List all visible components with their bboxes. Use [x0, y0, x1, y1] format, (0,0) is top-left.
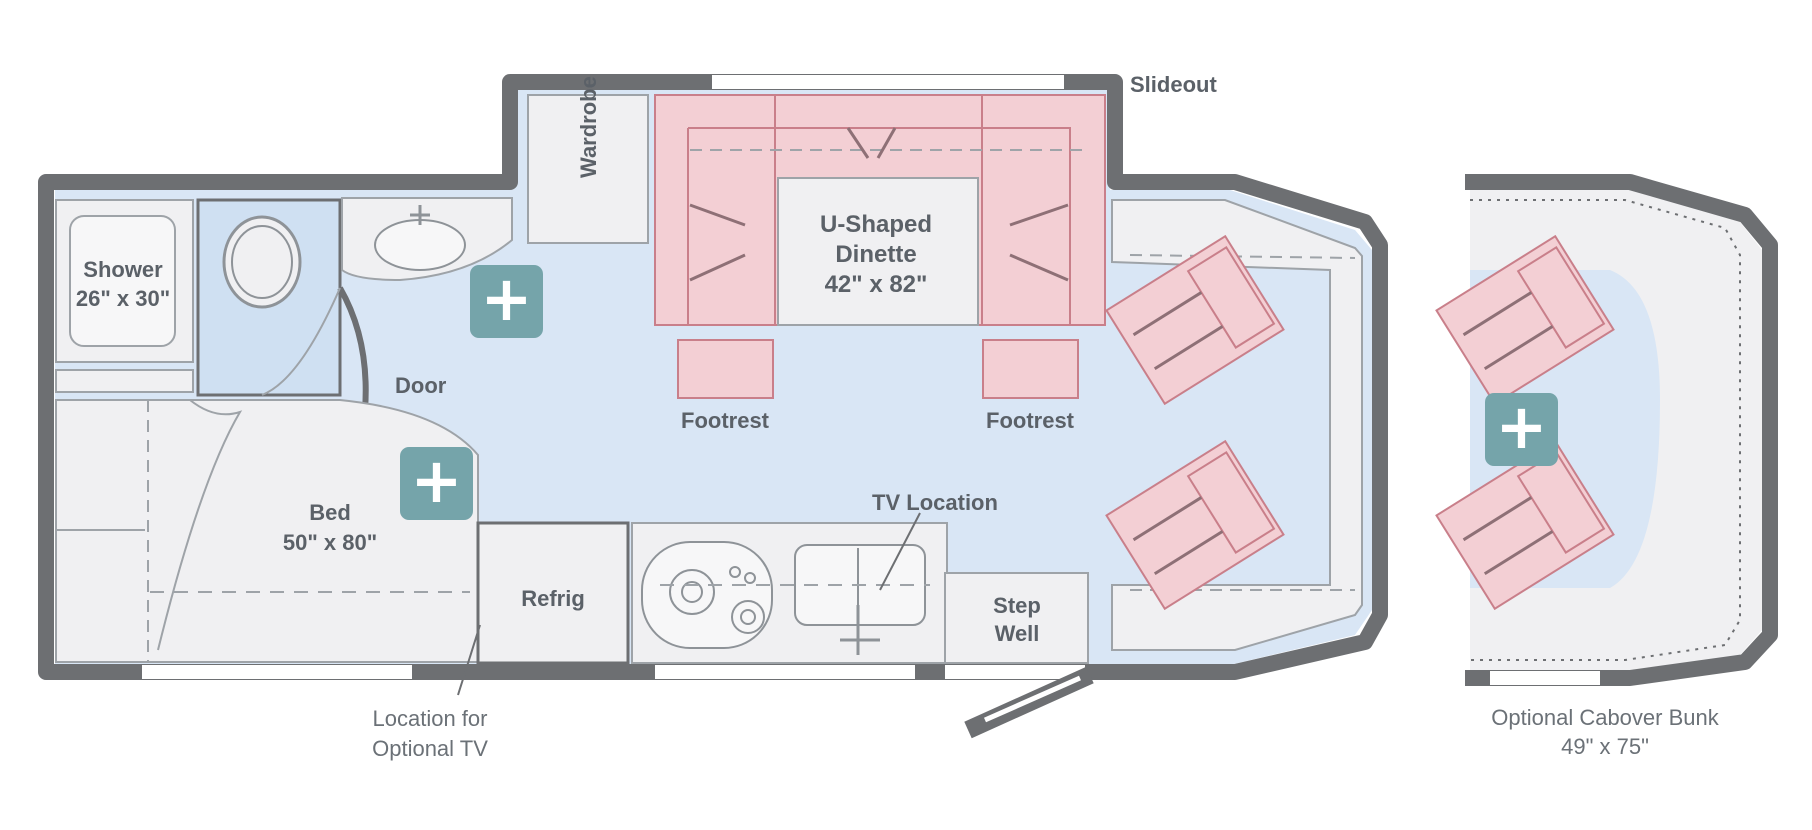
cabover-label-1: Optional Cabover Bunk	[1491, 705, 1719, 730]
wardrobe	[527, 94, 649, 244]
toilet-bowl	[231, 225, 293, 299]
plus-icon[interactable]: +	[400, 444, 473, 520]
step-well-label-2: Well	[995, 621, 1040, 646]
dinette-table	[777, 177, 979, 326]
dash	[1111, 199, 1363, 651]
step-well	[944, 572, 1089, 664]
bed-label-2: 50" x 80"	[283, 530, 377, 555]
cabover-wall	[1465, 174, 1778, 686]
shower-tray	[69, 215, 176, 347]
shower-label-2: 26" x 30"	[76, 286, 170, 311]
optional-tv-label-1: Location for	[373, 706, 488, 731]
entry-door	[964, 666, 1094, 739]
burner	[731, 600, 765, 634]
step-well-label-1: Step	[993, 593, 1041, 618]
shower-ledge	[55, 369, 194, 393]
sink-basin	[374, 219, 466, 271]
footrest-left-label: Footrest	[681, 408, 770, 433]
cabover-dotted-edge	[1470, 199, 1741, 661]
bed-sheet	[157, 399, 243, 651]
footrest-left	[677, 339, 774, 399]
burner	[740, 609, 756, 625]
window	[142, 665, 412, 679]
cabover-label-2: 49" x 75"	[1561, 734, 1649, 759]
refrigerator	[476, 521, 630, 665]
cab-seat-upper	[1105, 234, 1285, 406]
faucet	[410, 205, 430, 225]
window	[655, 665, 915, 679]
toilet	[222, 215, 302, 309]
shower-label-1: Shower	[83, 257, 163, 282]
dinette-label-3: 42" x 82"	[825, 271, 928, 298]
seat-cushion-outline	[687, 127, 1071, 325]
cabover-seat-lower	[1435, 439, 1615, 611]
seatbelt-icons	[689, 127, 1069, 282]
dinette-label-1: U-Shaped	[820, 211, 932, 238]
cab-seat-lower	[1105, 439, 1285, 611]
bed	[55, 399, 479, 663]
door-label: Door	[395, 373, 447, 398]
footrest-right	[982, 339, 1079, 399]
burner	[729, 566, 741, 578]
footrest-right-label: Footrest	[986, 408, 1075, 433]
svg-text:+: +	[1496, 390, 1548, 463]
burner	[744, 572, 756, 584]
dash-line	[1129, 254, 1356, 259]
window	[945, 665, 1085, 679]
dinette-label-2: Dinette	[835, 241, 916, 268]
slideout-label: Slideout	[1130, 72, 1217, 97]
plus-icon[interactable]: +	[470, 262, 543, 338]
plus-icon[interactable]: +	[1485, 390, 1558, 466]
tv-location-leader	[879, 512, 921, 591]
wardrobe-label: Wardrobe	[576, 76, 601, 178]
sink-faucet	[840, 605, 880, 655]
burner	[681, 581, 703, 603]
svg-text:+: +	[481, 262, 533, 335]
svg-text:+: +	[411, 444, 463, 517]
optional-tv-leader	[457, 624, 481, 696]
exterior-wall	[38, 74, 1388, 680]
tv-location-label: TV Location	[872, 490, 998, 515]
optional-tv-label-2: Optional TV	[372, 736, 488, 761]
refrig-label: Refrig	[521, 586, 585, 611]
burner	[669, 569, 715, 615]
cabover-window	[1490, 671, 1600, 685]
bed-label-1: Bed	[309, 500, 351, 525]
bath-door	[337, 286, 369, 411]
door-swing	[261, 287, 341, 396]
slideout-window	[712, 75, 1064, 89]
cabover-seat-upper	[1435, 234, 1615, 406]
